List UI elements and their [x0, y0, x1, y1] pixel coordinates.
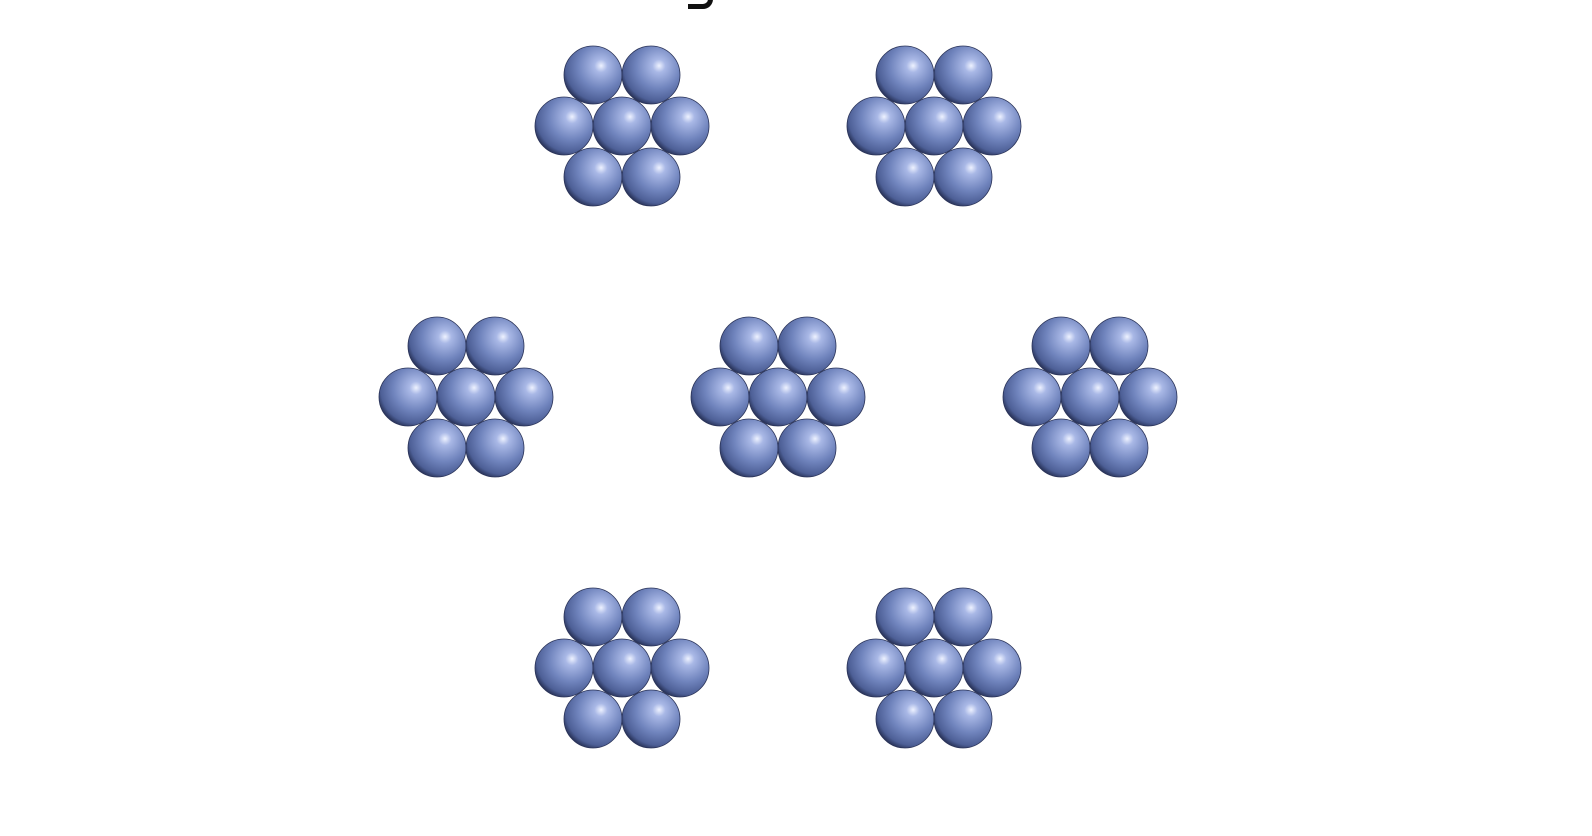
atom-sphere	[621, 587, 681, 647]
atom-sphere	[465, 316, 525, 376]
atom-sphere	[621, 689, 681, 749]
atom-sphere	[563, 45, 623, 105]
atom-sphere	[777, 418, 837, 478]
atom-sphere	[534, 96, 594, 156]
atom-sphere	[933, 587, 993, 647]
atom-sphere	[777, 316, 837, 376]
atom-cluster	[846, 587, 1022, 749]
atom-sphere	[592, 96, 652, 156]
atom-sphere	[806, 367, 866, 427]
atom-sphere	[1060, 367, 1120, 427]
atom-cluster	[534, 45, 710, 207]
atom-sphere	[1031, 418, 1091, 478]
atom-sphere	[563, 147, 623, 207]
atom-sphere	[875, 689, 935, 749]
atom-sphere	[1118, 367, 1178, 427]
atom-sphere	[904, 638, 964, 698]
atom-sphere	[621, 147, 681, 207]
atom-sphere	[846, 96, 906, 156]
atom-sphere	[436, 367, 496, 427]
atom-sphere	[933, 147, 993, 207]
atom-sphere	[407, 316, 467, 376]
atom-sphere	[494, 367, 554, 427]
atom-sphere	[875, 45, 935, 105]
atom-sphere	[1002, 367, 1062, 427]
atom-cluster	[534, 587, 710, 749]
atom-sphere	[962, 96, 1022, 156]
atom-sphere	[719, 418, 779, 478]
clipped-glyph	[688, 0, 713, 9]
atom-sphere	[875, 587, 935, 647]
atom-sphere	[650, 638, 710, 698]
atom-sphere	[592, 638, 652, 698]
atom-sphere	[904, 96, 964, 156]
atom-sphere	[1089, 418, 1149, 478]
atom-sphere	[563, 587, 623, 647]
atom-sphere	[534, 638, 594, 698]
atom-sphere	[563, 689, 623, 749]
atom-sphere	[1089, 316, 1149, 376]
atom-sphere	[719, 316, 779, 376]
atom-sphere	[650, 96, 710, 156]
atom-cluster	[1002, 316, 1178, 478]
atom-sphere	[407, 418, 467, 478]
atom-sphere	[690, 367, 750, 427]
atom-sphere	[378, 367, 438, 427]
clusters-layer	[378, 45, 1178, 749]
atom-sphere	[875, 147, 935, 207]
atom-sphere	[748, 367, 808, 427]
atom-cluster	[846, 45, 1022, 207]
atom-sphere	[1031, 316, 1091, 376]
atom-sphere	[621, 45, 681, 105]
atom-cluster	[378, 316, 554, 478]
atom-sphere	[933, 45, 993, 105]
atom-cluster	[690, 316, 866, 478]
atom-sphere	[465, 418, 525, 478]
atom-sphere	[933, 689, 993, 749]
atom-sphere	[962, 638, 1022, 698]
atom-sphere	[846, 638, 906, 698]
